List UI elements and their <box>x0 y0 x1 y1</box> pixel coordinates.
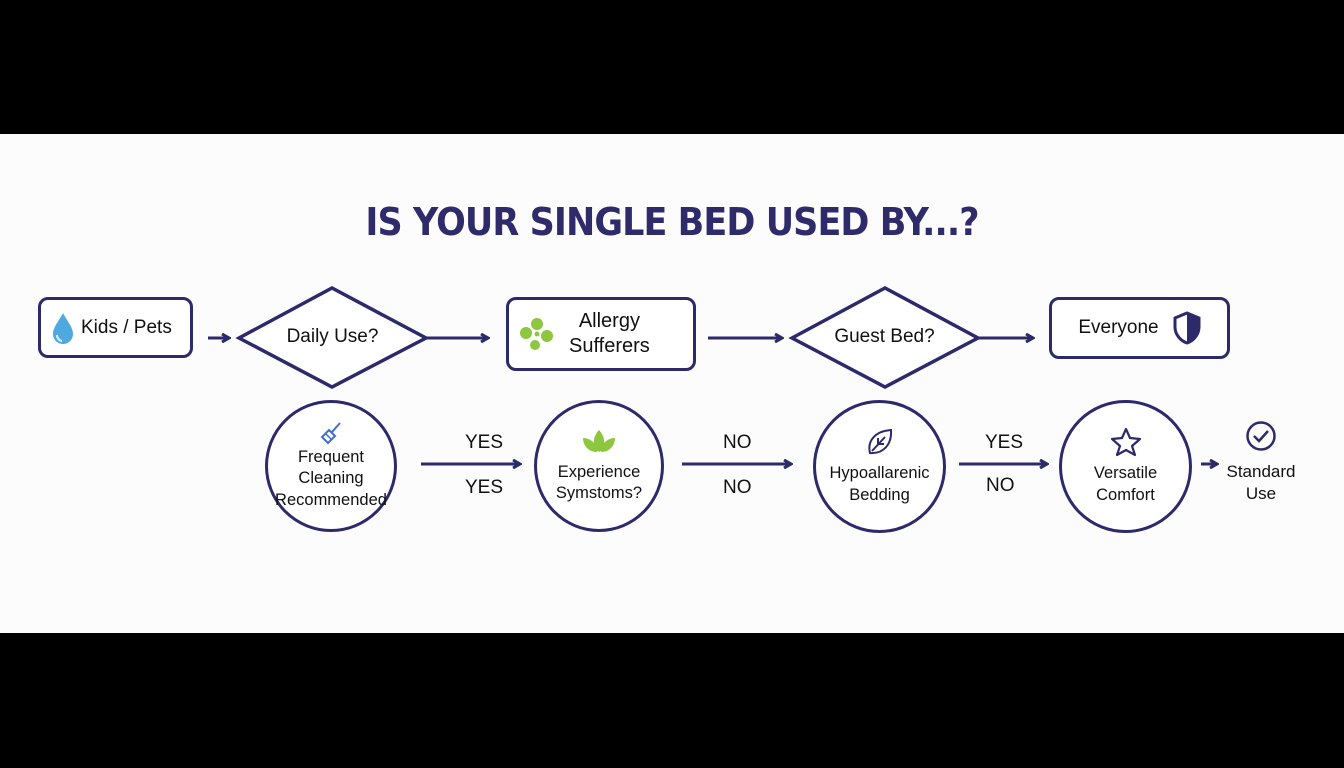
versatile-comfort-circle: Versatile Comfort <box>1059 400 1192 533</box>
edge-label-yes-top: YES <box>465 432 504 453</box>
star-icon <box>1110 427 1141 457</box>
hypo-line1: Hypoallarenic <box>829 464 930 483</box>
leaf-icon <box>867 429 892 455</box>
standard-line1: Standard <box>1226 462 1296 481</box>
cleaning-line3: Recommended <box>275 490 387 509</box>
edge-label-yes-bottom: YES <box>465 477 504 498</box>
edge-label-yes-right: YES <box>985 432 1024 453</box>
standard-line2: Use <box>1245 484 1277 504</box>
diagram-canvas: IS YOUR SINGLE BED USED BY...? Kids / Pe… <box>0 134 1344 633</box>
diagram-title: IS YOUR SINGLE BED USED BY...? <box>365 200 979 244</box>
leaves-icon <box>583 429 615 452</box>
kids-pets-label: Kids / Pets <box>81 316 172 338</box>
symptoms-line2: Symstoms? <box>555 484 643 502</box>
hypoallergenic-bedding-circle: Hypoallarenic Bedding <box>813 400 946 533</box>
broom-icon <box>320 422 341 445</box>
connector-lines <box>208 286 1344 633</box>
hypo-line2: Bedding <box>849 485 910 504</box>
shield-icon <box>1173 311 1201 345</box>
edge-label-no-bottom: NO <box>723 477 752 498</box>
pollen-dots-icon <box>520 318 553 350</box>
cleaning-line1: Frequent <box>297 447 365 466</box>
frequent-cleaning-circle: Frequent Cleaning Recommended <box>265 400 397 532</box>
versatile-line1: Versatile <box>1093 464 1158 483</box>
allergy-sufferers-box: Allergy Sufferers <box>506 297 696 371</box>
daily-use-label: Daily Use? <box>286 326 379 347</box>
check-circle-icon <box>1246 421 1276 451</box>
versatile-line2: Comfort <box>1096 485 1155 504</box>
allergy-line1: Allergy <box>578 310 640 332</box>
edge-label-no-top: NO <box>723 432 752 453</box>
everyone-box: Everyone <box>1049 297 1230 359</box>
kids-pets-box: Kids / Pets <box>38 297 193 358</box>
everyone-label: Everyone <box>1078 317 1159 339</box>
edge-label-no-right: NO <box>986 475 1015 496</box>
symptoms-line1: Experience <box>557 462 641 481</box>
guest-bed-label: Guest Bed? <box>834 326 935 347</box>
water-drop-icon <box>53 312 73 344</box>
standard-use-node: Standard Use <box>1220 420 1302 505</box>
cleaning-line2: Cleaning <box>298 469 364 488</box>
experience-symptoms-circle: Experience Symstoms? <box>534 400 664 532</box>
allergy-line2: Sufferers <box>569 335 650 357</box>
